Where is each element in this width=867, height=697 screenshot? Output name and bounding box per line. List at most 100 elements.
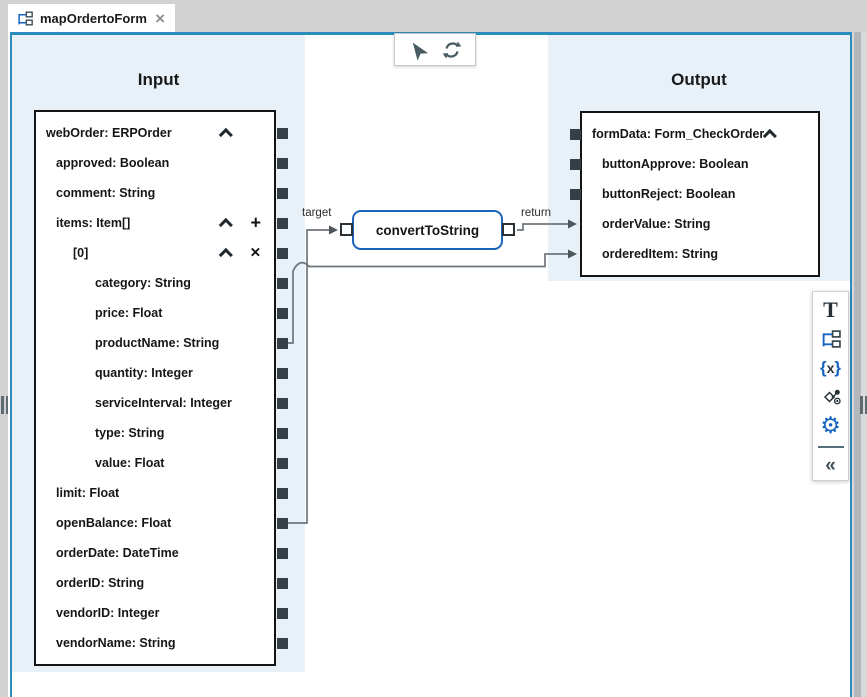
return-wire-label: return [521,207,552,219]
port-square[interactable] [277,637,288,649]
collapse-chevron-icon[interactable] [218,127,233,143]
tree-row-buttonApprove[interactable]: buttonApprove: Boolean [570,149,818,179]
port-square[interactable] [277,367,288,379]
port-square[interactable] [277,127,288,139]
port-square[interactable] [570,158,581,170]
map-structure-icon [822,329,841,348]
left-gutter [0,32,8,697]
field-label: orderID: String [56,576,145,590]
port-square[interactable] [277,277,288,289]
tree-row-price[interactable]: price: Float [36,298,288,328]
port-square[interactable] [277,577,288,589]
field-label: [0] [73,246,89,260]
right-resize-handle[interactable] [860,396,867,414]
node-input-port[interactable] [340,223,353,236]
tree-row-openBalance[interactable]: openBalance: Float [36,508,288,538]
add-item-icon[interactable]: + [250,212,261,233]
canvas-toolbar [394,33,476,66]
field-label: limit: Float [56,486,120,500]
condition-icon [823,389,841,404]
left-resize-handle[interactable] [1,396,8,414]
port-square[interactable] [277,187,288,199]
tree-row-orderID[interactable]: orderID: String [36,568,288,598]
field-label: formData: Form_CheckOrder [592,127,765,141]
port-square[interactable] [277,247,288,259]
port-square[interactable] [277,517,288,529]
right-scrollbar[interactable] [854,32,861,697]
close-icon[interactable]: × [155,8,165,28]
field-label: value: Float [95,456,165,470]
tree-row-productName[interactable]: productName: String [36,328,288,358]
tree-row-comment[interactable]: comment: String [36,178,288,208]
field-label: buttonReject: Boolean [602,187,736,201]
field-label: orderedItem: String [602,247,718,261]
tree-row-vendorName[interactable]: vendorName: String [36,628,288,658]
port-square[interactable] [277,457,288,469]
variable-tool[interactable]: {x} [813,353,848,382]
tree-row-quantity[interactable]: quantity: Integer [36,358,288,388]
input-tree-box: webOrder: ERPOrder approved: Boolean comme… [34,110,288,666]
port-square[interactable] [277,547,288,559]
function-node-convertToString[interactable]: convertToString [340,210,515,250]
tree-row-category[interactable]: category: String [36,268,288,298]
output-tree-box: formData: Form_CheckOrder buttonApprove: … [570,111,820,277]
tree-row-formData[interactable]: formData: Form_CheckOrder [570,119,818,149]
port-square[interactable] [570,128,581,140]
collapse-chevrons-icon: « [825,455,836,476]
tree-row-vendorID[interactable]: vendorID: Integer [36,598,288,628]
node-output-port[interactable] [502,223,515,236]
collapse-chevron-icon[interactable] [218,247,233,263]
tree-row-items[interactable]: items: Item[]+ [36,208,288,238]
tree-row-orderedItem[interactable]: orderedItem: String [582,239,818,269]
condition-tool[interactable] [813,382,848,411]
port-square[interactable] [277,217,288,229]
tab-title: mapOrdertoForm [40,10,147,26]
tree-row-buttonReject[interactable]: buttonReject: Boolean [570,179,818,209]
navigate-icon[interactable] [408,40,429,60]
text-tool-icon: T [823,296,838,322]
target-wire-label: target [302,207,332,219]
port-square[interactable] [277,307,288,319]
tree-row-orderDate[interactable]: orderDate: DateTime [36,538,288,568]
map-structure-icon [18,11,33,25]
port-square[interactable] [277,487,288,499]
field-label: category: String [95,276,191,290]
sync-icon[interactable] [442,40,462,60]
field-label: vendorID: Integer [56,606,160,620]
tree-row-webOrder[interactable]: webOrder: ERPOrder [36,118,288,148]
field-label: serviceInterval: Integer [95,396,232,410]
port-square[interactable] [277,337,288,349]
tab-mapOrdertoForm[interactable]: mapOrdertoForm × [8,4,175,32]
port-square[interactable] [277,427,288,439]
collapse-panel-tool[interactable]: « [813,451,848,480]
collapse-chevron-icon[interactable] [218,217,233,233]
field-label: approved: Boolean [56,156,170,170]
port-square[interactable] [570,188,581,200]
output-panel-title: Output [671,70,727,89]
toolbar-divider [817,446,844,448]
port-square[interactable] [277,607,288,619]
field-label: type: String [95,426,165,440]
tree-row-serviceInterval[interactable]: serviceInterval: Integer [36,388,288,418]
field-label: orderValue: String [602,217,711,231]
field-label: webOrder: ERPOrder [46,126,172,140]
tree-row-item0[interactable]: [0] ✕ [36,238,288,268]
map-structure-tool[interactable] [813,324,848,353]
field-label: price: Float [95,306,163,320]
tool-palette: T {x} ⚙ « [812,291,849,481]
tree-row-type[interactable]: type: String [36,418,288,448]
port-square[interactable] [277,397,288,409]
text-literal-tool[interactable]: T [813,295,848,324]
tree-row-value[interactable]: value: Float [36,448,288,478]
settings-tool[interactable]: ⚙ [813,411,848,440]
tree-row-approved[interactable]: approved: Boolean [36,148,288,178]
tree-row-limit[interactable]: limit: Float [36,478,288,508]
field-label: vendorName: String [56,636,176,650]
field-label: comment: String [56,186,156,200]
tree-row-orderValue[interactable]: orderValue: String [582,209,818,239]
remove-item-icon[interactable]: ✕ [249,245,261,260]
port-square[interactable] [277,157,288,169]
collapse-chevron-icon[interactable] [762,128,777,144]
field-label: orderDate: DateTime [56,546,179,560]
